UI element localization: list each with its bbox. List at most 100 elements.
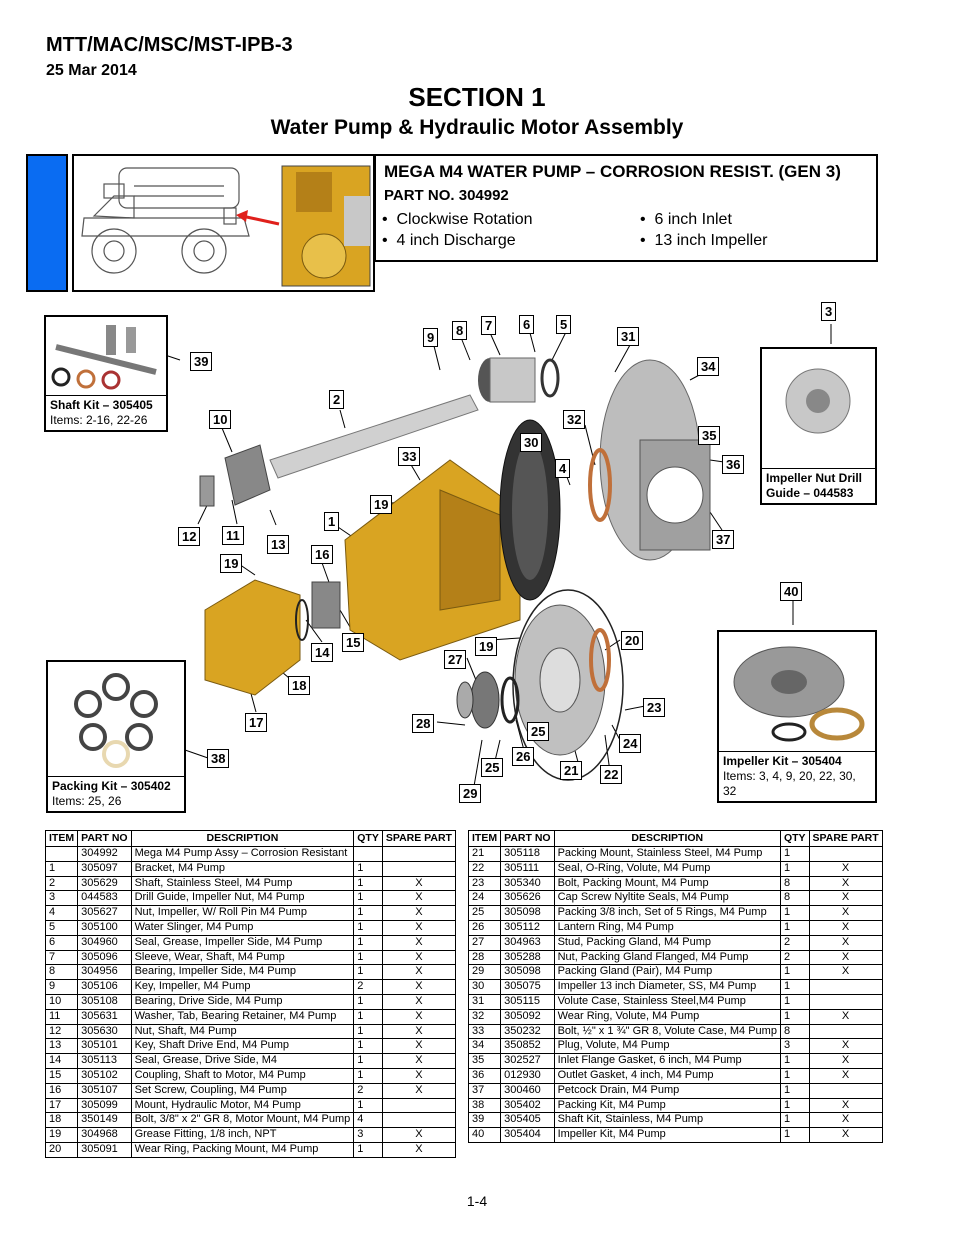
bullet-rotation: • Clockwise Rotation: [382, 211, 533, 228]
part-no-cell: 304963: [500, 934, 555, 951]
document-id: MTT/MAC/MSC/MST-IPB-3: [46, 34, 293, 56]
description-cell: Stud, Packing Gland, M4 Pump: [553, 934, 781, 951]
description-cell: Sleeve, Wear, Shaft, M4 Pump: [130, 949, 355, 966]
item-cell: 17: [44, 1097, 79, 1114]
callout-1: 1: [324, 512, 340, 531]
qty-cell: 1: [353, 875, 383, 892]
qty-cell: 1: [779, 1082, 810, 1099]
part-no-cell: 305091: [77, 1141, 132, 1158]
part-no-cell: 305288: [500, 949, 555, 966]
packing-kit-items: Items: 25, 26: [52, 794, 122, 808]
col-item: ITEM: [467, 830, 502, 847]
description-cell: Plug, Volute, M4 Pump: [553, 1038, 781, 1055]
callout-15: 15: [342, 633, 365, 652]
qty-cell: 1: [353, 1008, 383, 1025]
spare-cell: X: [381, 890, 456, 907]
col-description: DESCRIPTION: [130, 830, 355, 847]
spare-cell: X: [381, 905, 456, 921]
part-no-cell: 305107: [77, 1082, 132, 1099]
qty-cell: [353, 846, 383, 862]
callout-18: 18: [288, 676, 311, 695]
truck-photo: [72, 154, 375, 292]
impeller-nut-caption: Impeller Nut Drill Guide – 044583: [762, 468, 875, 503]
description-cell: Inlet Flange Gasket, 6 inch, M4 Pump: [553, 1053, 781, 1069]
description-cell: Key, Shaft Drive End, M4 Pump: [130, 1038, 355, 1055]
part-no-cell: 305112: [500, 919, 555, 936]
item-cell: 11: [44, 1008, 79, 1025]
description-cell: Nut, Packing Gland Flanged, M4 Pump: [553, 949, 781, 966]
spare-cell: X: [381, 875, 456, 892]
description-cell: Packing Kit, M4 Pump: [553, 1097, 781, 1114]
qty-cell: 1: [779, 1008, 810, 1025]
callout-40: 40: [780, 582, 803, 601]
part-no-cell: 305101: [77, 1038, 132, 1055]
callout-7: 7: [481, 316, 497, 335]
qty-cell: 1: [779, 1067, 810, 1084]
impeller-nut-box: Impeller Nut Drill Guide – 044583: [760, 347, 877, 505]
qty-cell: 1: [353, 1067, 383, 1084]
callout-2: 2: [329, 390, 345, 409]
spare-cell: X: [808, 890, 883, 907]
description-cell: Nut, Shaft, M4 Pump: [130, 1023, 355, 1040]
spare-cell: X: [808, 1008, 883, 1025]
qty-cell: 1: [353, 1141, 383, 1158]
item-cell: 18: [44, 1112, 79, 1129]
spare-cell: X: [808, 1112, 883, 1129]
part-no-cell: 305118: [500, 846, 555, 862]
qty-cell: 1: [779, 993, 810, 1010]
item-cell: 31: [467, 993, 502, 1010]
item-cell: 20: [44, 1141, 79, 1158]
qty-cell: 2: [779, 934, 810, 951]
spare-cell: X: [381, 1008, 456, 1025]
callout-20: 20: [621, 631, 644, 650]
item-cell: 10: [44, 993, 79, 1010]
description-cell: Impeller Kit, M4 Pump: [553, 1127, 781, 1143]
item-cell: [44, 846, 79, 862]
qty-cell: 1: [353, 1053, 383, 1069]
spare-cell: [381, 846, 456, 862]
spare-cell: X: [381, 1023, 456, 1040]
item-cell: 6: [44, 934, 79, 951]
item-cell: 39: [467, 1112, 502, 1129]
description-cell: Lantern Ring, M4 Pump: [553, 919, 781, 936]
callout-32: 32: [563, 410, 586, 429]
item-cell: 38: [467, 1097, 502, 1114]
packing-kit-box: Packing Kit – 305402 Items: 25, 26: [46, 660, 186, 813]
part-no-cell: 304956: [77, 964, 132, 981]
part-no-cell: 305096: [77, 949, 132, 966]
item-cell: 21: [467, 846, 502, 862]
spare-cell: [808, 1023, 883, 1040]
spare-cell: X: [808, 964, 883, 981]
part-no-cell: 305111: [500, 860, 555, 877]
item-cell: 27: [467, 934, 502, 951]
spare-cell: X: [808, 1053, 883, 1069]
callout-6: 6: [519, 315, 535, 334]
description-cell: Bolt, ½" x 1 ¾" GR 8, Volute Case, M4 Pu…: [553, 1023, 781, 1040]
part-no-cell: 350149: [77, 1112, 132, 1129]
description-cell: Outlet Gasket, 4 inch, M4 Pump: [553, 1067, 781, 1084]
callout-34: 34: [697, 357, 720, 376]
callout-9: 9: [423, 328, 439, 347]
part-no-cell: 305100: [77, 919, 132, 936]
part-no-cell: 305092: [500, 1008, 555, 1025]
page-number: 1-4: [466, 1193, 488, 1209]
part-no-cell: 305106: [77, 979, 132, 995]
callout-19: 19: [475, 637, 498, 656]
spare-cell: X: [381, 1141, 456, 1158]
description-cell: Volute Case, Stainless Steel,M4 Pump: [553, 993, 781, 1010]
part-no-cell: 305102: [77, 1067, 132, 1084]
part-no-cell: 305627: [77, 905, 132, 921]
